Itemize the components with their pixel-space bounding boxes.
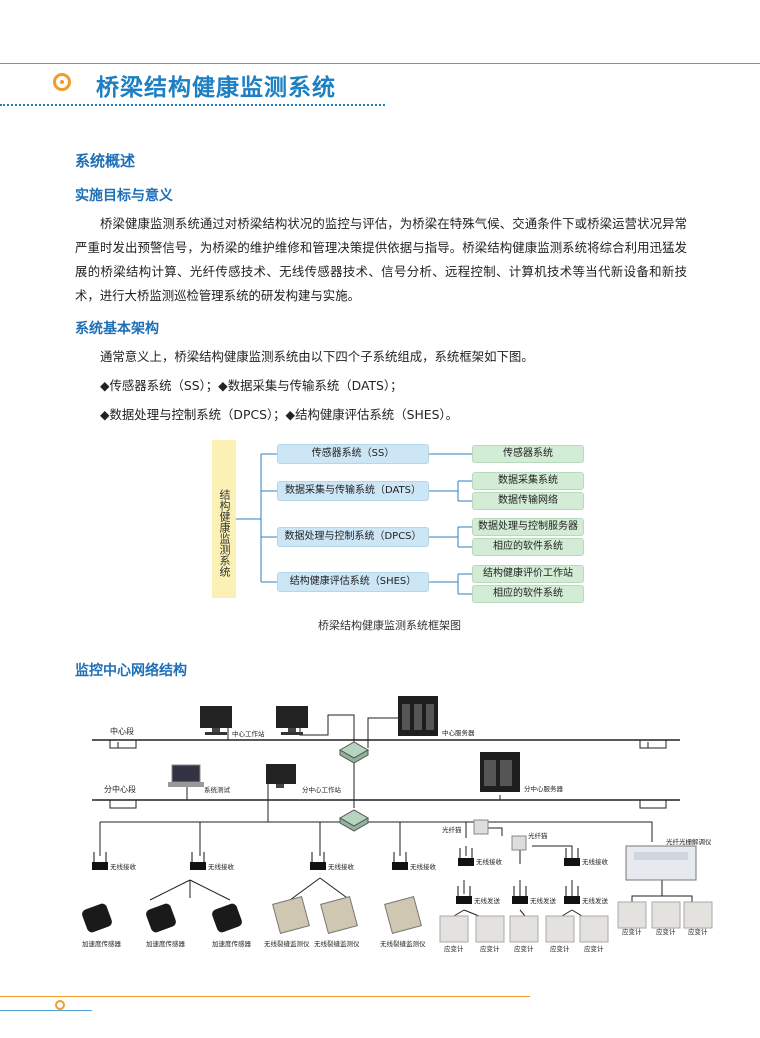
goal-paragraph: 桥梁健康监测系统通过对桥梁结构状况的监控与评估，为桥梁在特殊气候、交通条件下或桥… bbox=[75, 216, 687, 303]
network-label-wireless-rx: 无线接收 bbox=[208, 862, 235, 871]
network-label-fiber-switch: 光纤猫 bbox=[442, 825, 462, 834]
network-label-center-workstation: 中心工作站 bbox=[232, 729, 265, 738]
network-label-crack-meter: 无线裂缝监测仪 bbox=[314, 939, 360, 948]
network-label-fiber-switch2: 光纤猫 bbox=[528, 831, 548, 840]
network-label-strain-gauge: 应变计 bbox=[550, 944, 570, 953]
network-label-crack-meter: 无线裂缝监测仪 bbox=[380, 939, 426, 948]
fw-item: 相应的软件系统 bbox=[472, 538, 584, 556]
network-label-crack-meter: 无线裂缝监测仪 bbox=[264, 939, 310, 948]
fw-item: 传感器系统 bbox=[472, 445, 584, 463]
footer-rule bbox=[0, 996, 530, 997]
network-label-system-test: 系统测试 bbox=[204, 785, 231, 794]
fw-subsystem-dats: 数据采集与传输系统（DATS） bbox=[277, 481, 429, 501]
network-label-wireless-rx: 无线接收 bbox=[328, 862, 355, 871]
page-title: 桥梁结构健康监测系统 bbox=[96, 75, 336, 101]
footer-rule-blue bbox=[0, 1010, 92, 1011]
fw-item: 结构健康评价工作站 bbox=[472, 565, 584, 583]
fw-item: 数据采集系统 bbox=[472, 472, 584, 490]
network-label-wireless-tx: 无线发送 bbox=[474, 896, 501, 905]
network-label-wireless-rx: 无线接收 bbox=[410, 862, 437, 871]
network-label-wireless-rx: 无线接收 bbox=[582, 857, 609, 866]
network-label-center-segment: 中心段 bbox=[110, 726, 134, 736]
section-heading-overview: 系统概述 bbox=[75, 152, 136, 170]
network-label-strain-gauge: 应变计 bbox=[584, 944, 604, 953]
network-label-sub-server: 分中心服务器 bbox=[524, 784, 564, 793]
network-label-strain-gauge: 应变计 bbox=[622, 927, 642, 936]
network-label-wireless-rx: 无线接收 bbox=[476, 857, 503, 866]
architecture-intro: 通常意义上，桥梁结构健康监测系统由以下四个子系统组成，系统框架如下图。 bbox=[100, 349, 534, 364]
fw-subsystem-ss: 传感器系统（SS） bbox=[277, 444, 429, 464]
title-underline bbox=[0, 104, 385, 106]
fw-item: 相应的软件系统 bbox=[472, 585, 584, 603]
network-label-sub-workstation: 分中心工作站 bbox=[302, 785, 342, 794]
target-icon bbox=[53, 73, 71, 91]
network-label-strain-gauge: 应变计 bbox=[656, 927, 676, 936]
framework-caption: 桥梁结构健康监测系统框架图 bbox=[318, 619, 461, 632]
footer-target-icon bbox=[55, 1000, 65, 1010]
architecture-list-line-2: ◆数据处理与控制系统（DPCS）；◆结构健康评估系统（SHES）。 bbox=[100, 407, 459, 422]
network-label-sub-segment: 分中心段 bbox=[104, 784, 136, 794]
network-label-accel-sensor: 加速度传感器 bbox=[212, 939, 252, 948]
network-label-strain-gauge: 应变计 bbox=[480, 944, 500, 953]
network-label-accel-sensor: 加速度传感器 bbox=[82, 939, 122, 948]
network-label-wireless-tx: 无线发送 bbox=[582, 896, 609, 905]
fw-item: 数据传输网络 bbox=[472, 492, 584, 510]
header-rule bbox=[0, 63, 760, 64]
network-label-wireless-rx: 无线接收 bbox=[110, 862, 137, 871]
network-label-accel-sensor: 加速度传感器 bbox=[146, 939, 186, 948]
subheading-goal: 实施目标与意义 bbox=[75, 188, 173, 204]
network-label-wireless-tx: 无线发送 bbox=[530, 896, 557, 905]
fw-subsystem-dpcs: 数据处理与控制系统（DPCS） bbox=[277, 527, 429, 547]
architecture-list-line-1: ◆传感器系统（SS）；◆数据采集与传输系统（DATS）； bbox=[100, 378, 403, 393]
subheading-architecture: 系统基本架构 bbox=[75, 321, 159, 337]
network-label-center-server: 中心服务器 bbox=[442, 728, 475, 737]
subheading-network: 监控中心网络结构 bbox=[75, 663, 187, 679]
fw-item: 数据处理与控制服务器 bbox=[472, 518, 584, 536]
fw-subsystem-shes: 结构健康评估系统（SHES） bbox=[277, 572, 429, 592]
network-label-strain-gauge: 应变计 bbox=[444, 944, 464, 953]
network-label-strain-gauge: 应变计 bbox=[688, 927, 708, 936]
network-label-fiber-demod: 光纤光栅解调仪 bbox=[666, 837, 712, 846]
network-label-strain-gauge: 应变计 bbox=[514, 944, 534, 953]
framework-root: 结构健康监测系统 bbox=[212, 440, 236, 598]
